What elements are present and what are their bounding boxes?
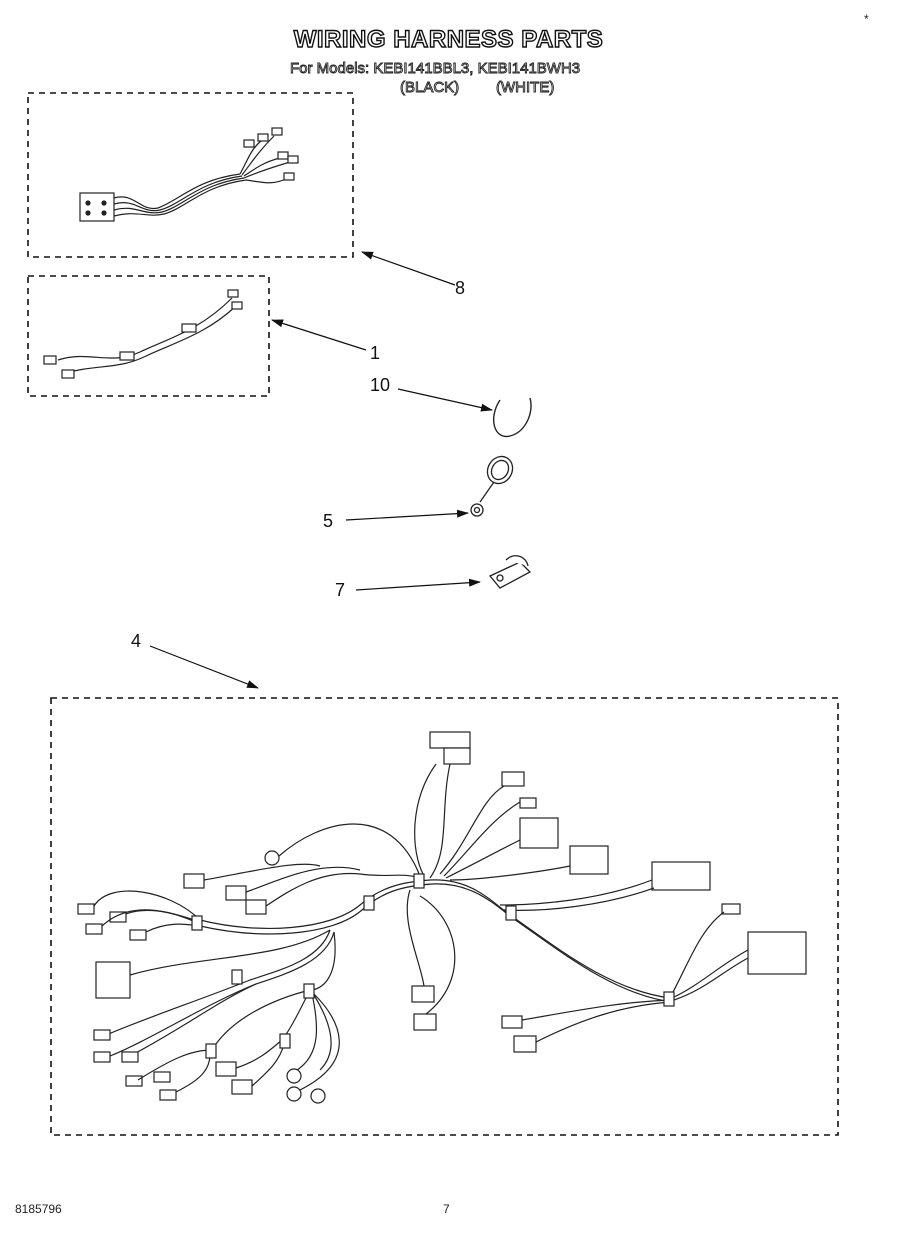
callout-5: 5 bbox=[323, 511, 334, 531]
callout-10: 10 bbox=[370, 375, 391, 395]
leader-5 bbox=[345, 509, 469, 521]
page-number: 7 bbox=[443, 1202, 450, 1216]
callout-8: 8 bbox=[455, 278, 466, 298]
corner-mark: * bbox=[864, 12, 869, 26]
leader-7 bbox=[355, 578, 481, 591]
clamp-7-icon bbox=[488, 555, 532, 589]
document-number: 8185796 bbox=[15, 1202, 62, 1216]
part-8-box bbox=[27, 92, 354, 258]
leader-4 bbox=[149, 645, 259, 689]
models-line: For Models: KEBI141BBL3, KEBI141BWH3 bbox=[290, 60, 581, 78]
color-label-white: (WHITE) bbox=[496, 79, 555, 97]
ground-wire-5-icon bbox=[470, 455, 514, 517]
wiring-harness-1-icon bbox=[43, 289, 243, 379]
color-label-black: (BLACK) bbox=[400, 79, 460, 97]
callout-7: 7 bbox=[335, 580, 346, 600]
leader-10 bbox=[397, 388, 493, 412]
part-4-box bbox=[50, 697, 839, 1136]
leader-1 bbox=[271, 319, 367, 351]
leader-8 bbox=[361, 251, 456, 286]
callout-4: 4 bbox=[131, 631, 142, 651]
main-wiring-harness-4-icon bbox=[77, 731, 807, 1104]
callout-1: 1 bbox=[370, 343, 381, 363]
part-1-box bbox=[27, 275, 270, 397]
page-title: WIRING HARNESS PARTS bbox=[293, 25, 604, 53]
wire-tie-10-icon bbox=[492, 397, 532, 438]
wiring-harness-8-icon bbox=[79, 127, 299, 222]
